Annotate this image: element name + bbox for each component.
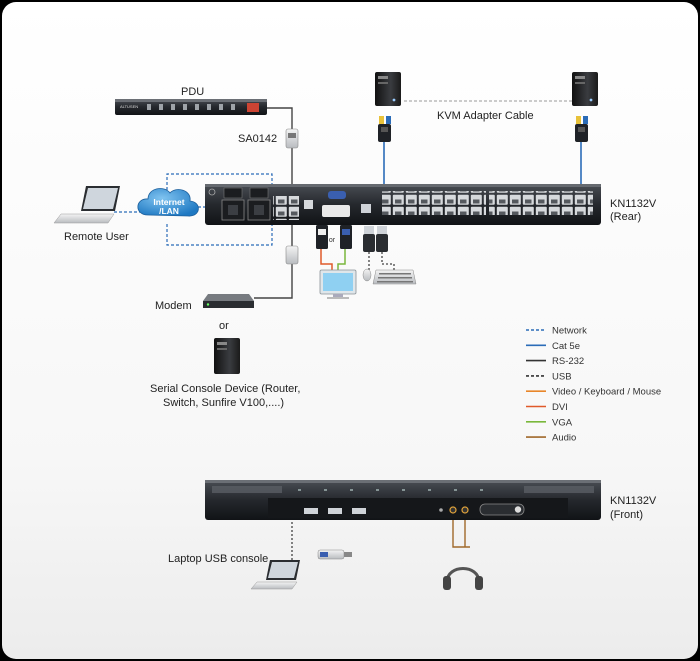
modem-icon (203, 294, 254, 308)
pdu-brand-logo: ALTUSEN (120, 104, 138, 109)
legend-label: RS-232 (552, 356, 584, 367)
usb-stick-icon (317, 549, 352, 560)
kn-rear-view: (Rear) (610, 211, 641, 223)
pdu-device: ALTUSEN (115, 99, 267, 115)
server-tower-1 (375, 72, 401, 106)
or-small-label: or (329, 237, 336, 244)
vga-connector (340, 225, 352, 249)
rs232-connector-modem (285, 245, 299, 265)
kn-rear-model: KN1132V (610, 198, 657, 210)
legend-label: Video / Keyboard / Mouse (552, 387, 661, 398)
lan-label: /LAN (159, 206, 179, 216)
internet-label: Internet (153, 197, 184, 207)
serial-console-line2: Switch, Sunfire V100,....) (163, 397, 284, 409)
kvm-adapter-connector-1 (378, 116, 391, 142)
dvi-cable (320, 249, 333, 270)
rs232-modem-cable-b (254, 264, 293, 299)
remote-user-label: Remote User (64, 231, 129, 243)
usb-plug-2 (376, 226, 388, 252)
headset-icon (443, 567, 483, 590)
sa0142-label: SA0142 (238, 133, 277, 145)
usb-plug-1 (363, 226, 375, 252)
front-laptop-icon (250, 560, 300, 590)
laptop-icon (53, 186, 120, 224)
legend-label: Network (552, 326, 587, 337)
internet-cloud-icon (137, 188, 199, 217)
mouse-icon (362, 268, 372, 282)
laptop-usb-console-label: Laptop USB console (168, 553, 268, 565)
legend-label: USB (552, 371, 572, 382)
pdu-label: PDU (181, 86, 204, 98)
kvm-adapter-cable-label: KVM Adapter Cable (437, 110, 534, 122)
legend-label: Audio (552, 433, 576, 444)
legend-label: DVI (552, 402, 568, 413)
audio-cable (452, 516, 470, 548)
server-tower-2 (572, 72, 598, 106)
kvm-adapter-connector-2 (575, 116, 588, 142)
monitor-icon (319, 269, 357, 299)
usb-keyboard-cable (381, 252, 395, 270)
kn1132v-front-unit (205, 480, 601, 520)
vga-cable (337, 249, 346, 270)
serial-console-tower-icon (214, 338, 240, 374)
sa0142-adapter (285, 128, 299, 149)
modem-label: Modem (155, 300, 192, 312)
or-label: or (219, 320, 229, 332)
kn1132v-rear-unit (205, 184, 601, 225)
serial-console-line1: Serial Console Device (Router, (150, 383, 300, 395)
kn-front-view: (Front) (610, 509, 643, 521)
dvi-connector (316, 225, 328, 249)
legend-label: Cat 5e (552, 341, 580, 352)
legend-label: VGA (552, 417, 573, 428)
keyboard-icon (372, 269, 417, 285)
kn-front-model: KN1132V (610, 495, 657, 507)
